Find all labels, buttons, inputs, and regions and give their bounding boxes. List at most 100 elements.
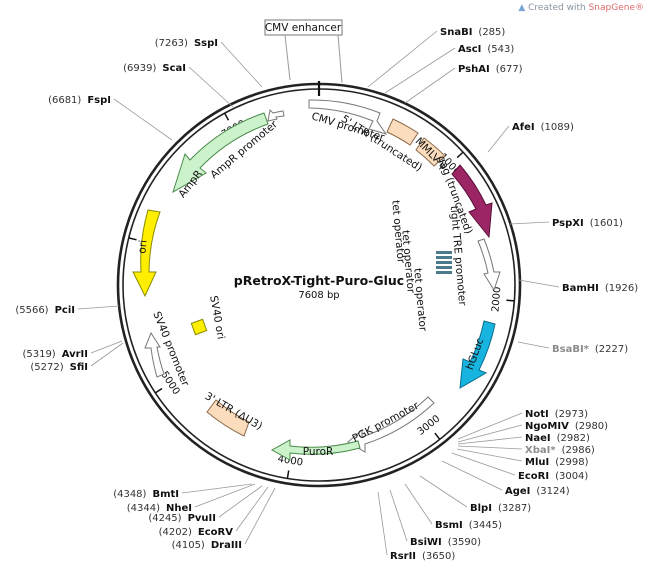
restriction-site[interactable]: AfeI(1089) xyxy=(512,122,574,133)
site-name: BlpI xyxy=(470,503,492,514)
restriction-site[interactable]: PvuII(4245) xyxy=(148,513,216,524)
restriction-site[interactable]: PspXI (1601) xyxy=(552,218,623,229)
site-leader-line xyxy=(377,491,388,556)
site-position: (5566) xyxy=(15,305,48,316)
site-position: (2227) xyxy=(595,344,628,355)
site-name: NheI xyxy=(166,503,192,514)
restriction-site[interactable]: BmtI(4348) xyxy=(113,489,179,500)
restriction-site[interactable]: BamHI (1926) xyxy=(562,283,638,294)
site-leader-line xyxy=(220,41,263,88)
site-position: (2973) xyxy=(555,409,588,420)
site-position: (4105) xyxy=(172,540,205,551)
restriction-site[interactable]: BlpI (3287) xyxy=(470,503,531,514)
pgk-promoter-arrow xyxy=(347,396,435,453)
site-leader-line xyxy=(194,483,256,508)
restriction-site[interactable]: SnaBI(285) xyxy=(440,27,505,38)
site-position: (2980) xyxy=(575,421,608,432)
tick-mark xyxy=(286,470,290,479)
site-position: (3287) xyxy=(498,503,531,514)
hgluc-arrow xyxy=(459,320,496,389)
ampr-promoter-arrow xyxy=(267,108,285,122)
site-position: (543) xyxy=(487,44,514,55)
site-name: PspXI xyxy=(552,218,584,229)
site-position: (7263) xyxy=(155,38,188,49)
restriction-site[interactable]: PciI(5566) xyxy=(15,305,75,316)
restriction-site[interactable]: NotI(2973) xyxy=(525,409,588,420)
site-name: AgeI xyxy=(505,486,530,497)
site-position: (6939) xyxy=(123,63,156,74)
restriction-site[interactable]: NgoMIV (2980) xyxy=(525,421,608,432)
site-name: RsrII xyxy=(390,551,416,562)
restriction-site[interactable]: ScaI(6939) xyxy=(123,63,186,74)
site-name: FspI xyxy=(87,95,111,106)
site-position: (6681) xyxy=(48,95,81,106)
tet-operator-label-3: tet operator xyxy=(411,268,429,333)
site-leader-line xyxy=(457,445,523,450)
site-name: AscI xyxy=(458,44,481,55)
restriction-site[interactable]: NheI (4344) xyxy=(127,503,192,514)
tick-label: 2000 xyxy=(490,286,503,312)
site-position: (5319) xyxy=(22,349,55,360)
restriction-site[interactable]: AscI (543) xyxy=(458,44,514,55)
snapgene-credit: ▲ Created with SnapGene® xyxy=(518,3,644,13)
snapgene-logo-icon: ▲ xyxy=(518,3,526,13)
site-position: (285) xyxy=(478,27,505,38)
restriction-site[interactable]: BsaBI*(2227) xyxy=(552,344,628,355)
site-leader-line xyxy=(457,412,523,440)
restriction-site[interactable]: RsrII(3650) xyxy=(390,551,455,562)
site-position: (4344) xyxy=(127,503,160,514)
site-leader-line xyxy=(77,305,120,310)
restriction-site[interactable]: AgeI (3124) xyxy=(505,486,570,497)
site-position: (4348) xyxy=(113,489,146,500)
site-leader-line xyxy=(451,452,516,476)
restriction-site[interactable]: PshAI(677) xyxy=(458,64,523,75)
cmv-promoter-arrow xyxy=(308,99,388,135)
site-position: (1089) xyxy=(541,122,574,133)
restriction-site[interactable]: FspI (6681) xyxy=(48,95,111,106)
restriction-site[interactable]: NaeI (2982) xyxy=(525,433,590,444)
cmv-enhancer-leader xyxy=(284,34,291,81)
credit-prefix: Created with xyxy=(528,3,586,13)
site-leader-line xyxy=(113,98,173,141)
restriction-site[interactable]: EcoRI(3004) xyxy=(518,471,588,482)
tight-tre-arrow xyxy=(477,238,501,292)
restriction-site[interactable]: DraIII(4105) xyxy=(172,540,242,551)
site-position: (3590) xyxy=(448,537,481,548)
sv40-promoter-arrow xyxy=(144,331,165,378)
restriction-site[interactable]: SfiI(5272) xyxy=(30,362,88,373)
site-leader-line xyxy=(244,487,276,545)
restriction-site[interactable]: AvrII(5319) xyxy=(22,349,88,360)
mmlv-psi-box xyxy=(415,137,446,167)
site-name: BsiWI xyxy=(410,537,442,548)
site-leader-line xyxy=(90,342,124,367)
tick-label: 3000 xyxy=(416,413,443,437)
sv40-ori-label: SV40 ori xyxy=(207,295,226,341)
tick-mark xyxy=(224,112,230,121)
site-name: BamHI xyxy=(562,283,599,294)
restriction-site[interactable]: XbaI*(2986) xyxy=(525,445,595,456)
site-name: NgoMIV xyxy=(525,421,569,432)
restriction-site[interactable]: BsmI(3445) xyxy=(435,520,502,531)
restriction-site[interactable]: BsiWI (3590) xyxy=(410,537,481,548)
site-position: (2982) xyxy=(557,433,590,444)
restriction-site[interactable]: EcoRV (4202) xyxy=(159,527,234,538)
site-position: (1601) xyxy=(590,218,623,229)
gag-arrow xyxy=(451,164,493,239)
tick-label: 4000 xyxy=(277,454,304,469)
ori-label: ori xyxy=(136,239,149,254)
site-name: EcoRV xyxy=(198,527,233,538)
plasmid-name: pRetroX-Tight-Puro-Gluc xyxy=(234,273,404,288)
tet-operator-label-2: tet operator xyxy=(399,230,417,295)
site-leader-line xyxy=(457,424,523,443)
site-name: EcoRI xyxy=(518,471,549,482)
credit-brand: SnapGene® xyxy=(588,3,644,13)
site-position: (3124) xyxy=(536,486,569,497)
restriction-site[interactable]: SspI (7263) xyxy=(155,38,218,49)
restriction-site[interactable]: MluI(2998) xyxy=(525,457,589,468)
site-name: SspI xyxy=(194,38,218,49)
site-position: (4202) xyxy=(159,527,192,538)
site-position: (1926) xyxy=(605,283,638,294)
site-name: BsmI xyxy=(435,520,463,531)
site-name: NaeI xyxy=(525,433,551,444)
